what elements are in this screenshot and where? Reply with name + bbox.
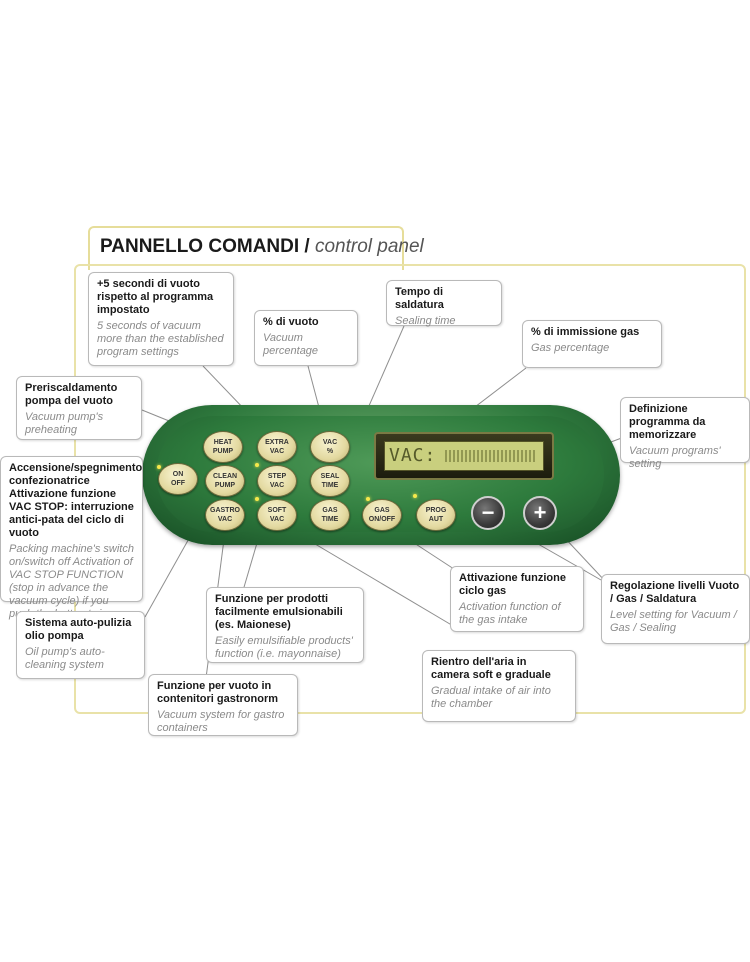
button-label: SEAL (320, 473, 340, 480)
clean-pump-button[interactable]: CLEAN PUMP (205, 465, 245, 497)
button-label: CLEAN (212, 473, 238, 480)
callout-clean-pump: Sistema auto-pulizia olio pompa Oil pump… (16, 611, 145, 679)
callout-translation: Gas percentage (531, 342, 610, 354)
button-label: EXTRA (265, 439, 289, 446)
callout-gas-percent: % di immissione gas Gas percentage (522, 320, 662, 368)
callout-title: Accensione/spegnimento confezionatrice A… (9, 462, 143, 539)
lcd-level-bars (445, 450, 537, 462)
power-led (157, 465, 161, 469)
button-label: PROG (425, 507, 447, 514)
step-led (255, 463, 259, 467)
callout-title: Attivazione funzione ciclo gas (459, 572, 566, 597)
button-label: VAC (269, 516, 285, 523)
button-label: PUMP (214, 482, 236, 489)
callout-title: % di vuoto (263, 316, 319, 328)
callout-translation: Vacuum programs' setting (629, 445, 721, 470)
lcd-text: VAC: (389, 445, 437, 466)
callout-title: Funzione per prodotti facilmente emulsio… (215, 593, 343, 631)
callout-translation: Vacuum percentage (263, 332, 319, 357)
button-label: TIME (321, 482, 339, 489)
gas-on-off-button[interactable]: GAS ON/OFF (362, 499, 402, 531)
title-italian: PANNELLO COMANDI / (100, 236, 310, 257)
callout-translation: Gradual intake of air into the chamber (431, 685, 551, 710)
button-label: SOFT (267, 507, 287, 514)
heat-pump-button[interactable]: HEAT PUMP (203, 431, 243, 463)
button-label: ON (172, 471, 184, 478)
callout-title: Preriscaldamento pompa del vuoto (25, 382, 118, 407)
callout-translation: Vacuum system for gastro containers (157, 709, 285, 734)
button-label: GAS (322, 507, 338, 514)
button-label: % (326, 448, 334, 455)
button-label: VAC (217, 516, 233, 523)
callout-on-off: Accensione/spegnimento confezionatrice A… (0, 456, 143, 620)
callout-translation: Easily emulsifiable products' function (… (215, 635, 353, 660)
button-label: ON/OFF (368, 516, 396, 523)
button-label: GASTRO (210, 507, 240, 514)
plus-button[interactable]: + (523, 496, 557, 530)
button-label: AUT (428, 516, 444, 523)
minus-button[interactable]: − (471, 496, 505, 530)
gas-led (366, 497, 370, 501)
callout-title: Regolazione livelli Vuoto / Gas / Saldat… (610, 580, 740, 605)
callout-title: Sistema auto-pulizia olio pompa (25, 617, 132, 642)
gastro-vac-button[interactable]: GASTRO VAC (205, 499, 245, 531)
soft-led (255, 497, 259, 501)
button-label: VAC (269, 482, 285, 489)
callout-heat-pump: Preriscaldamento pompa del vuoto Vacuum … (16, 376, 142, 440)
callout-translation: Packing machine's switch on/switch off A… (9, 543, 134, 620)
callout-title: Tempo di saldatura (395, 286, 444, 311)
button-label: VAC (322, 439, 338, 446)
callout-soft-vac: Rientro dell'aria in camera soft e gradu… (422, 650, 576, 722)
callout-translation: Activation function of the gas intake (459, 601, 561, 626)
button-label: PUMP (212, 448, 234, 455)
button-label: HEAT (213, 439, 233, 446)
seal-time-button[interactable]: SEAL TIME (310, 465, 350, 497)
step-vac-button[interactable]: STEP VAC (257, 465, 297, 497)
callout-title: % di immissione gas (531, 326, 640, 338)
lcd-screen: VAC: (384, 441, 544, 471)
button-label: GAS (374, 507, 390, 514)
callout-title: Rientro dell'aria in camera soft e gradu… (431, 656, 551, 681)
gas-time-button[interactable]: GAS TIME (310, 499, 350, 531)
callout-prog-aut: Definizione programma da memorizzare Vac… (620, 397, 750, 470)
callout-title: Definizione programma da memorizzare (629, 403, 706, 441)
extra-vac-button[interactable]: EXTRA VAC (257, 431, 297, 463)
callout-translation: Level setting for Vacuum / Gas / Sealing (610, 609, 737, 634)
lcd-display: VAC: (374, 432, 554, 480)
callout-gastro-vac: Funzione per vuoto in contenitori gastro… (148, 674, 298, 736)
callout-gas-on-off: Attivazione funzione ciclo gas Activatio… (450, 566, 584, 632)
vac-percent-button[interactable]: VAC% (310, 431, 350, 463)
title-english: control panel (314, 236, 424, 257)
button-label: VAC (269, 448, 285, 455)
callout-vac-percent: % di vuoto Vacuum percentage (254, 310, 358, 366)
callout-translation: 5 seconds of vacuum more than the establ… (97, 320, 224, 358)
callout-translation: Oil pump's auto-cleaning system (25, 646, 105, 671)
callout-step-vac: Funzione per prodotti facilmente emulsio… (206, 587, 364, 663)
prog-aut-button[interactable]: PROG AUT (416, 499, 456, 531)
callout-title: Funzione per vuoto in contenitori gastro… (157, 680, 279, 705)
soft-vac-button[interactable]: SOFT VAC (257, 499, 297, 531)
callout-extra-vac: +5 secondi di vuoto rispetto al programm… (88, 272, 234, 366)
callout-levels: Regolazione livelli Vuoto / Gas / Saldat… (601, 574, 750, 644)
page-title: PANNELLO COMANDI / control panel (100, 236, 424, 258)
button-label: OFF (171, 480, 185, 487)
button-label: STEP (267, 473, 287, 480)
title-tab (88, 226, 404, 270)
button-label: TIME (321, 516, 339, 523)
callout-seal-time: Tempo di saldatura Sealing time (386, 280, 502, 327)
callout-title: +5 secondi di vuoto rispetto al programm… (97, 278, 214, 316)
callout-translation: Sealing time (395, 315, 456, 327)
prog-led (413, 494, 417, 498)
callout-translation: Vacuum pump's preheating (25, 411, 104, 436)
on-off-button[interactable]: ON OFF (158, 463, 198, 495)
